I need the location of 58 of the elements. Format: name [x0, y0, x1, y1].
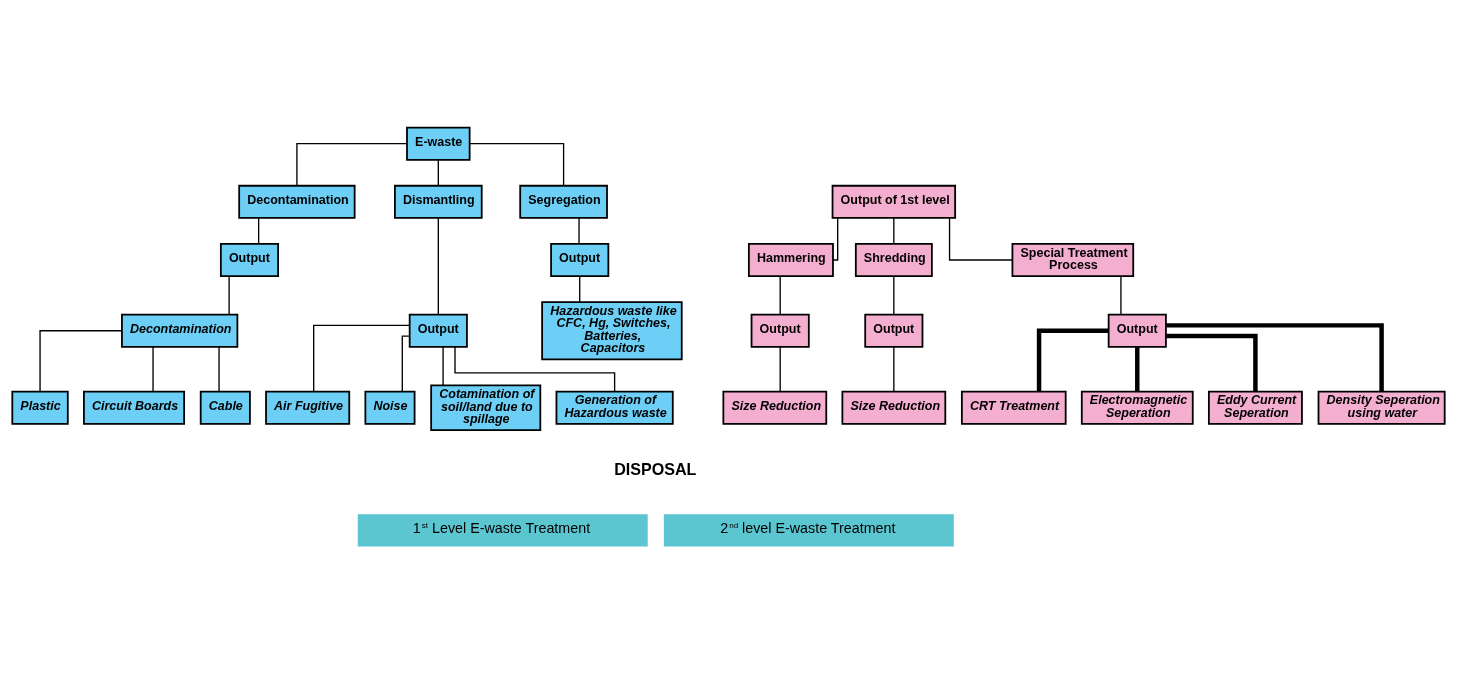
- node-box: Output of 1st level: [831, 184, 957, 219]
- connector: [437, 158, 439, 186]
- connector: [218, 345, 220, 392]
- node-box: Output: [1107, 313, 1167, 348]
- label: DISPOSAL: [614, 459, 697, 478]
- node-box: Density Seperation using water: [1317, 390, 1446, 425]
- node-box: Output: [750, 313, 810, 348]
- node-box: Noise: [364, 390, 416, 425]
- label: 2$^{nd}$ level E-waste Treatment: [720, 519, 896, 536]
- connector: [437, 217, 439, 315]
- connector: [469, 142, 565, 186]
- node-box: Plastic: [11, 390, 69, 425]
- connector: [296, 142, 408, 186]
- node-box: Size Reduction: [722, 390, 828, 425]
- connector: [948, 216, 1013, 261]
- connector: [893, 275, 895, 315]
- node-box: Size Reduction: [841, 390, 947, 425]
- connector: [442, 345, 444, 386]
- node-box: Electromagnetic Seperation: [1080, 390, 1194, 425]
- connector: [257, 216, 260, 245]
- connector: [39, 329, 123, 392]
- connector: [893, 216, 895, 245]
- connector: [401, 334, 411, 392]
- node-box: Shredding: [854, 242, 933, 277]
- node-box: Circuit Boards: [83, 390, 186, 425]
- connector: [779, 275, 781, 315]
- node-box: Generation of Hazardous waste: [555, 390, 674, 425]
- node-box: Segregation: [519, 184, 608, 219]
- connector: [313, 324, 411, 392]
- connector: [1166, 322, 1384, 391]
- node-box: Output: [219, 242, 279, 277]
- node-box: Output: [864, 313, 924, 348]
- node-box: Cotamination of soil/land due to spillage: [430, 383, 542, 431]
- node-box: Air Fugitive: [265, 390, 351, 425]
- node-box: Output: [550, 242, 610, 277]
- node-box: Decontamination: [121, 313, 239, 348]
- node-box: Cable: [199, 390, 251, 425]
- node-box: Special Treatment Process: [1011, 242, 1135, 277]
- label: 1$^{st}$ Level E-waste Treatment: [412, 519, 591, 536]
- node-box: Output: [408, 313, 468, 348]
- connector: [1120, 275, 1122, 315]
- node-box: Hammering: [747, 242, 834, 277]
- connector: [1166, 333, 1258, 391]
- node-box: Eddy Current Seperation: [1207, 390, 1303, 425]
- node-box: Hazardous waste like CFC, Hg, Switches, Batteries, Capacitors: [541, 300, 683, 360]
- node-box: E-waste: [406, 126, 471, 161]
- connector: [779, 345, 781, 392]
- connector: [893, 345, 895, 392]
- connector: [579, 275, 581, 303]
- node-box: Dismantling: [394, 184, 483, 219]
- connector: [832, 216, 839, 261]
- connector: [152, 345, 154, 392]
- connector: [578, 216, 580, 245]
- connector: [1135, 346, 1140, 391]
- node-box: CRT Treatment: [960, 390, 1067, 425]
- connector: [1036, 328, 1109, 391]
- connector: [228, 275, 230, 315]
- node-box: Decontamination: [238, 184, 356, 219]
